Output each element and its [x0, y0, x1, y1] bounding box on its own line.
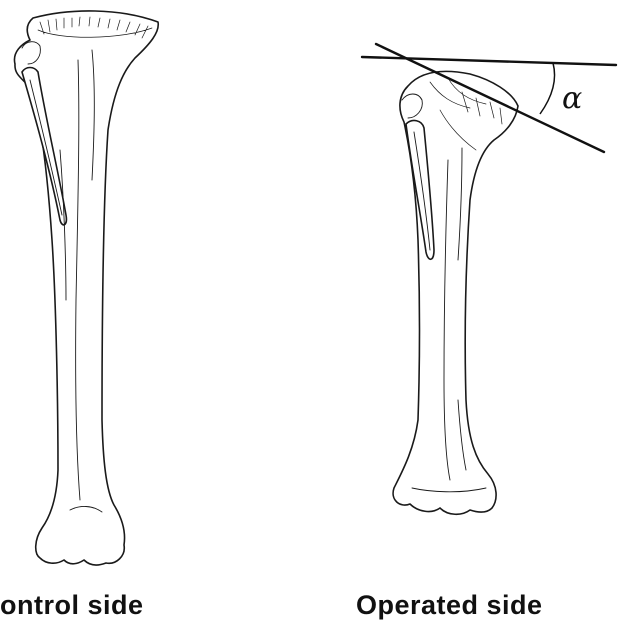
- horizontal-reference-line: [362, 57, 616, 65]
- control-tibia: [14, 11, 158, 565]
- operated-side-caption: Operated side: [356, 590, 543, 621]
- control-side-caption: ontrol side: [0, 590, 144, 621]
- operated-tibia: [393, 71, 518, 514]
- angle-arc: [540, 63, 555, 114]
- angle-alpha-label: α: [562, 81, 582, 116]
